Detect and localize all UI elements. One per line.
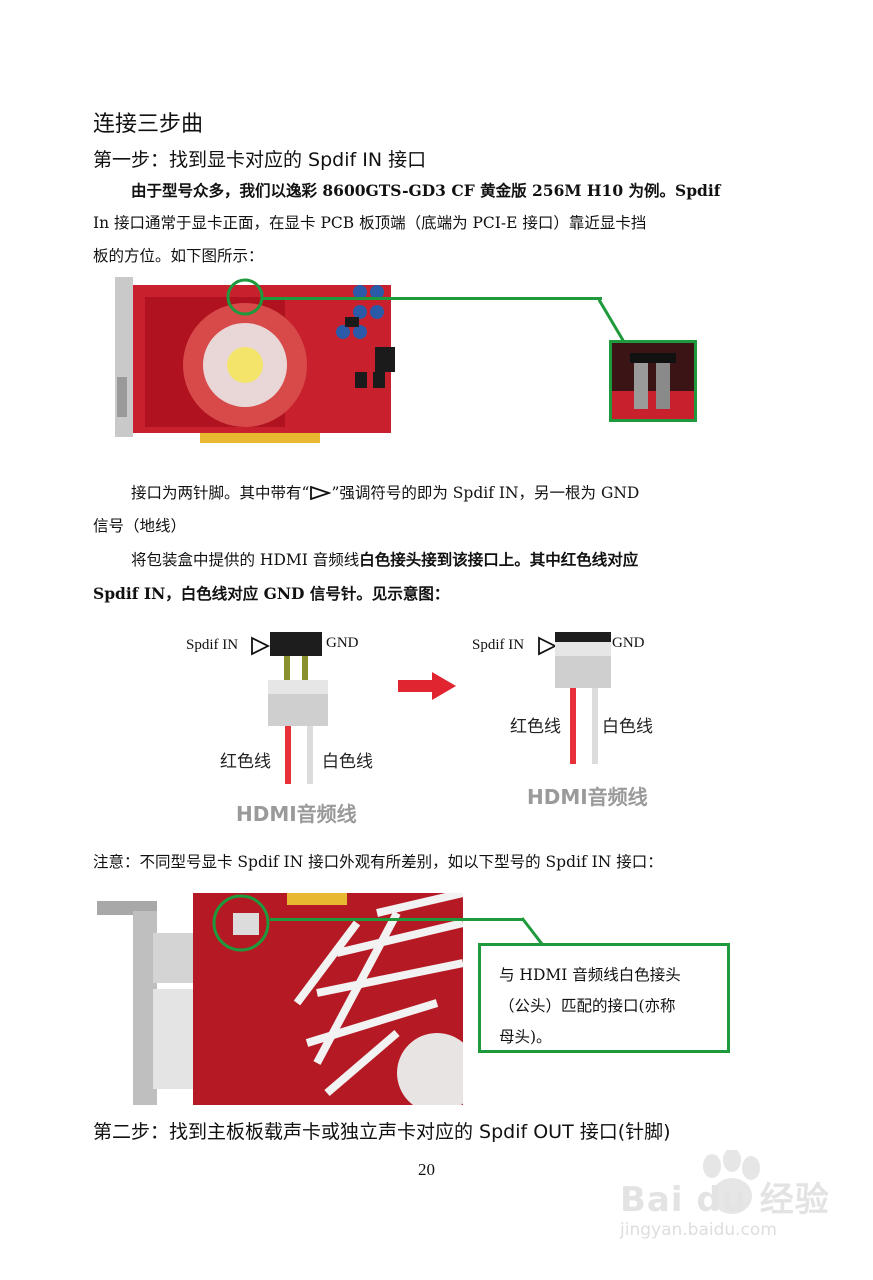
step1-paragraph-1: 由于型号众多，我们以逸彩 8600GTS-GD3 CF 黄金版 256M H10…: [93, 174, 773, 273]
para3-normal: 将包装盒中提供的 HDMI 音频线: [131, 551, 360, 569]
para2-prefix: 接口为两针脚。其中带有“: [131, 484, 310, 502]
para1-line3: 板的方位。如下图所示：: [93, 247, 264, 265]
callout-line2: （公头）匹配的接口(亦称: [499, 997, 676, 1015]
paw-logo-icon: [703, 1148, 760, 1214]
white-wire-label-right: 白色线: [602, 717, 653, 737]
para1-line2: In 接口通常于显卡正面，在显卡 PCB 板顶端（底端为 PCI-E 接口）靠近…: [93, 214, 647, 232]
leader-line: [262, 297, 602, 300]
para2-suffix: ”强调符号的即为 Spdif IN，另一根为 GND: [331, 484, 640, 502]
para3-bold: 白色接头接到该接口上。其中红色线对应: [359, 550, 639, 569]
page-title: 连接三步曲: [93, 112, 204, 137]
white-wire-label-left: 白色线: [322, 752, 373, 772]
spdif-in-label-left: Spdif IN: [186, 637, 239, 653]
baidu-watermark: Bai du 经验 jingyan.baidu.com: [620, 1148, 829, 1250]
spdif-in-label-right: Spdif IN: [472, 637, 525, 653]
connector-callout: 与 HDMI 音频线白色接头 （公头）匹配的接口(亦称 母头)。: [478, 943, 730, 1053]
leader-line-2-diagonal: [520, 917, 544, 945]
spdif-connector-closeup: [609, 340, 697, 422]
step1-heading: 第一步：找到显卡对应的 Spdif IN 接口: [93, 149, 427, 171]
connector-diagram-left: [251, 632, 328, 784]
note-text: 注意：不同型号显卡 Spdif IN 接口外观有所差别，如以下型号的 Spdif…: [93, 853, 663, 871]
watermark-url: jingyan.baidu.com: [620, 1220, 777, 1240]
para3-line2: Spdif IN，白色线对应 GND 信号针。见示意图：: [93, 584, 450, 603]
graphics-card-photo-2: [97, 893, 463, 1105]
gnd-label-right: GND: [612, 635, 645, 651]
leader-line-2: [270, 918, 524, 921]
page-number: 20: [418, 1160, 435, 1179]
right-arrow-icon: [398, 672, 456, 700]
red-wire-label-right: 红色线: [510, 717, 561, 737]
para2-line2: 信号（地线）: [93, 517, 187, 535]
graphics-card-photo-1: [105, 277, 395, 445]
watermark-brand: Bai du 经验: [620, 1180, 830, 1220]
step1-paragraph-2: 接口为两针脚。其中带有“ ”强调符号的即为 Spdif IN，另一根为 GND 信…: [93, 477, 773, 543]
triangle-symbol-icon: [310, 485, 333, 501]
callout-line1: 与 HDMI 音频线白色接头: [499, 966, 681, 984]
hdmi-cable-label-left: HDMI音频线: [236, 802, 357, 826]
callout-line3: 母头)。: [499, 1028, 552, 1046]
connector-diagram-right: [538, 632, 611, 764]
para1-line1: 由于型号众多，我们以逸彩 8600GTS-GD3 CF 黄金版 256M H10…: [131, 181, 721, 200]
hdmi-cable-label-right: HDMI音频线: [527, 785, 648, 809]
red-wire-label-left: 红色线: [220, 752, 271, 772]
step2-heading: 第二步：找到主板板载声卡或独立声卡对应的 Spdif OUT 接口(针脚): [93, 1121, 671, 1143]
gnd-label-left: GND: [326, 635, 359, 651]
leader-line-diagonal: [598, 297, 626, 343]
step1-paragraph-3: 将包装盒中提供的 HDMI 音频线白色接头接到该接口上。其中红色线对应 Spdi…: [93, 543, 773, 610]
